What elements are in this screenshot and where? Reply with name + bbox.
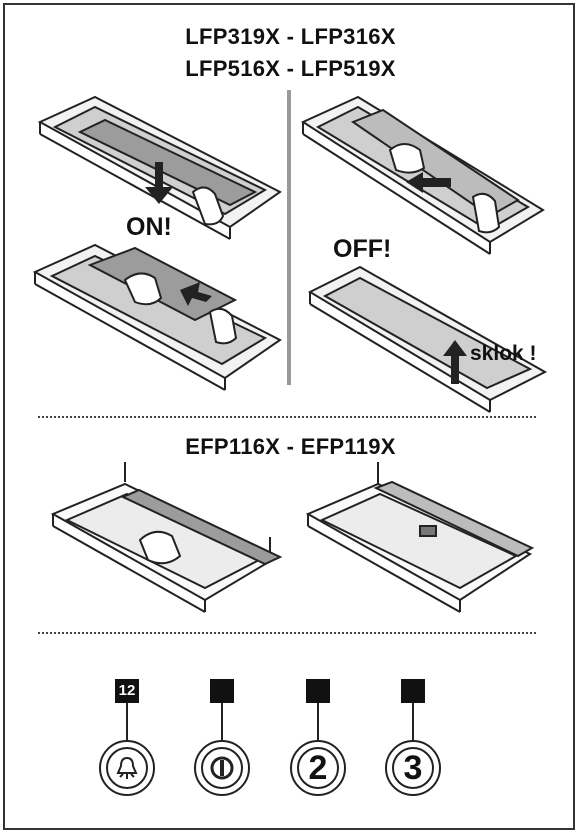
hand-icon	[123, 272, 238, 345]
efp-hood-right-illustration	[305, 462, 535, 613]
hood-on-step2-illustration	[32, 243, 282, 391]
manual-figure-frame	[3, 3, 575, 830]
power-icon	[201, 747, 243, 789]
off-label: OFF!	[333, 235, 392, 263]
glass-label: sklok !	[470, 342, 537, 365]
model-title-line-3: EFP116X - EFP119X	[185, 434, 396, 459]
light-code-badge: 12	[115, 679, 139, 703]
model-title-line-1: LFP319X - LFP316X	[185, 24, 396, 49]
section-divider-1	[38, 416, 536, 418]
power-connector	[221, 703, 223, 741]
on-label: ON!	[126, 213, 172, 241]
hood-body	[305, 462, 535, 613]
hood-body	[307, 265, 548, 413]
speed-3-code-badge	[401, 679, 425, 703]
speed-2-button[interactable]: 2	[290, 740, 346, 796]
vertical-divider	[287, 90, 291, 385]
hood-body	[37, 95, 282, 240]
light-icon	[106, 747, 148, 789]
hand-icon	[191, 186, 225, 226]
light-button[interactable]	[99, 740, 155, 796]
hood-body	[32, 243, 282, 391]
speed-3-icon: 3	[392, 747, 434, 789]
power-code-badge	[210, 679, 234, 703]
hood-off-step2-illustration	[307, 265, 548, 413]
arrow-left-icon	[406, 172, 451, 193]
speed-3-connector	[412, 703, 414, 741]
hood-on-step1-illustration	[37, 95, 282, 240]
model-title-line-2: LFP516X - LFP519X	[185, 56, 396, 81]
arrow-down-icon	[145, 162, 173, 204]
arrow-push-icon	[180, 282, 212, 306]
light-connector	[126, 703, 128, 741]
section-divider-2	[38, 632, 536, 634]
hood-off-step1-illustration	[300, 95, 545, 255]
speed-3-button[interactable]: 3	[385, 740, 441, 796]
arrow-up-icon	[443, 340, 467, 384]
speed-2-icon: 2	[297, 747, 339, 789]
hand-icon	[138, 530, 182, 565]
power-button[interactable]	[194, 740, 250, 796]
efp-hood-left-illustration	[50, 462, 283, 613]
speed-2-code-badge	[306, 679, 330, 703]
speed-2-connector	[317, 703, 319, 741]
hand-icon	[388, 143, 501, 234]
